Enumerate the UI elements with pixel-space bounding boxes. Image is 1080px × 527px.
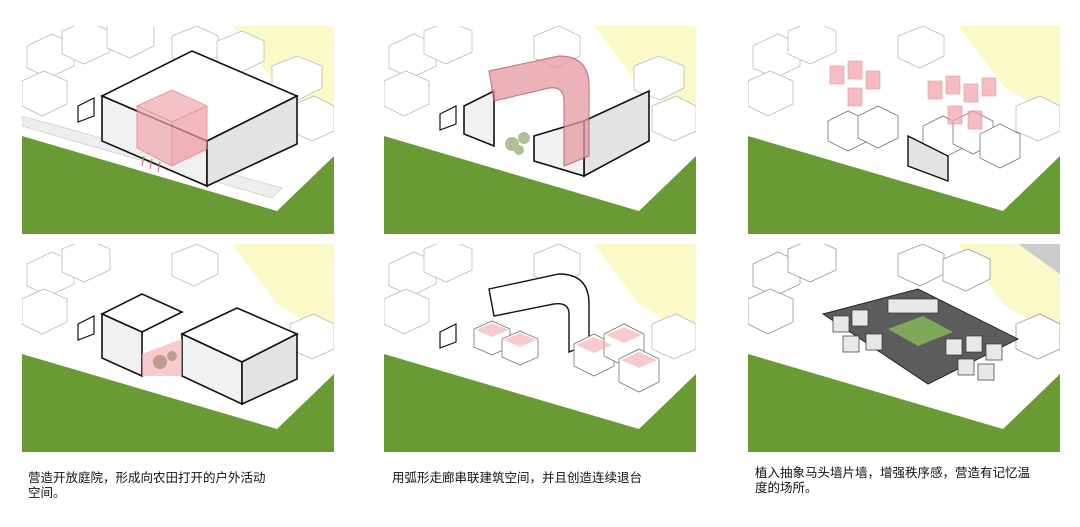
context-houses — [748, 26, 1060, 142]
caption-horse-head-walls: 植入抽象马头墙片墙，增强秩序感，营造有记忆温 度的场所。 — [755, 465, 1031, 495]
main-building-edge — [907, 134, 949, 183]
diagram-panel-horse-head-walls — [748, 26, 1060, 234]
entrance-wall — [439, 323, 457, 349]
diagram-panel-arc-corridor — [384, 26, 696, 234]
horse-head-wall-highlights — [829, 60, 997, 130]
opening-arrows — [141, 155, 161, 173]
context-houses — [748, 244, 1060, 360]
context-houses — [22, 26, 334, 142]
terraced-blocks — [827, 105, 1021, 169]
main-building — [77, 293, 299, 406]
caption-arc-corridor: 用弧形走廊串联建筑空间，并且创造连续退台 — [392, 470, 643, 485]
courtyard-highlight — [135, 89, 209, 167]
courtyard-trees — [505, 132, 530, 155]
farmland-field — [22, 354, 334, 452]
context-houses — [22, 244, 334, 360]
school-complex — [821, 288, 1020, 385]
arc-corridor-outline — [488, 273, 590, 354]
caption-open-courtyard: 营造开放庭院，形成向农田打开的户外活动 空间。 — [28, 470, 266, 500]
diagram-panel-courtyard-opening — [22, 244, 334, 452]
farmland-field — [748, 354, 1060, 452]
diagram-panel-terraces — [384, 244, 696, 452]
terrace-pink-marks — [476, 323, 657, 368]
farmland-field — [22, 136, 334, 234]
farmland-field — [384, 354, 696, 452]
diagram-panel-open-courtyard — [22, 26, 334, 234]
farmland-field — [384, 136, 696, 234]
farmland-field — [748, 136, 1060, 234]
diagram-panel-final-rendering — [748, 244, 1060, 452]
arc-corridor-highlight — [488, 55, 590, 167]
courtyard-pink-ground — [142, 339, 182, 376]
